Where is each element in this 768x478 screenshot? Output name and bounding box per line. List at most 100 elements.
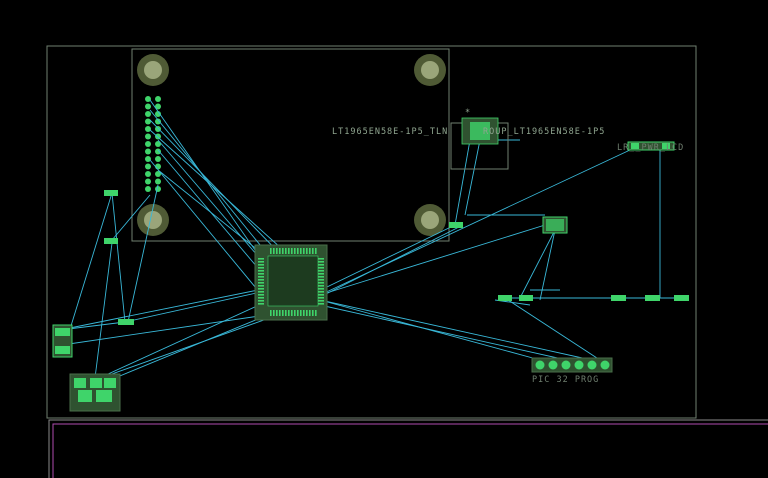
mcu-pad <box>318 288 324 290</box>
pic-programmer-header[interactable] <box>531 357 613 373</box>
mcu-pad <box>315 248 317 254</box>
header-pin[interactable] <box>155 141 161 147</box>
programmer-pin[interactable] <box>535 360 545 370</box>
ratsnest-line <box>464 139 481 216</box>
mounting-hole-top-right[interactable] <box>414 54 446 86</box>
mcu-pad <box>282 310 284 316</box>
ratsnest-line <box>111 194 151 241</box>
switch-footprint[interactable] <box>52 324 73 358</box>
programmer-pin[interactable] <box>587 360 597 370</box>
header-pin[interactable] <box>145 111 151 117</box>
header-pin[interactable] <box>145 96 151 102</box>
header-pin[interactable] <box>145 148 151 155</box>
mounting-hole-bottom-left[interactable] <box>137 204 169 236</box>
board-outline <box>46 45 697 419</box>
mcu-pad <box>276 248 278 254</box>
header-pin[interactable] <box>145 186 151 192</box>
mcu-pad <box>315 310 317 316</box>
ratsnest-line <box>319 304 581 364</box>
header-pin[interactable] <box>155 96 161 102</box>
inductor-right[interactable] <box>542 216 568 234</box>
header-pin[interactable] <box>155 118 161 125</box>
mcu-pad <box>318 267 324 269</box>
mcu-pad <box>258 291 264 293</box>
mcu-pad <box>288 248 290 254</box>
mcu-pad <box>258 270 264 272</box>
programmer-pin[interactable] <box>574 360 584 370</box>
mcu-pad <box>303 310 305 316</box>
mounting-hole-bottom-right[interactable] <box>414 204 446 236</box>
mcu-pad <box>318 276 324 278</box>
header-pin[interactable] <box>145 178 151 185</box>
ratsnest-line <box>124 289 271 323</box>
mcu-pad <box>303 248 305 254</box>
mcu-pad <box>270 310 272 316</box>
mcu-pad <box>285 310 287 316</box>
mcu-pad <box>258 264 264 266</box>
mcu-pad <box>258 294 264 296</box>
capacitor-row-right[interactable] <box>611 295 689 301</box>
header-pin[interactable] <box>155 111 161 117</box>
mcu-pad <box>297 310 299 316</box>
mcu-pad <box>288 310 290 316</box>
mcu-footprint[interactable] <box>254 244 328 321</box>
mcu-pad <box>279 248 281 254</box>
capacitor-mid-left[interactable] <box>104 238 118 244</box>
header-pin[interactable] <box>145 171 151 177</box>
ratsnest-lines <box>59 99 680 381</box>
label-dot-marker: * <box>465 108 471 118</box>
mcu-pad <box>318 300 324 302</box>
header-pin[interactable] <box>155 148 161 155</box>
ratsnest-line <box>127 184 159 323</box>
bottom-panel-frame <box>48 419 768 478</box>
programmer-pin[interactable] <box>600 360 610 370</box>
mcu-pad <box>318 264 324 266</box>
programmer-pin[interactable] <box>548 360 558 370</box>
header-pin[interactable] <box>155 103 161 110</box>
header-pin[interactable] <box>145 141 151 147</box>
resistor-left[interactable] <box>118 319 134 325</box>
header-pin[interactable] <box>145 126 151 132</box>
mcu-pad <box>291 310 293 316</box>
ratsnest-line <box>319 224 546 296</box>
mcu-pad <box>258 297 264 299</box>
display-header-pins[interactable] <box>145 96 161 192</box>
ratsnest-line <box>539 229 556 301</box>
ratsnest-line <box>94 299 271 381</box>
mcu-pad <box>294 310 296 316</box>
capacitor-near-display[interactable] <box>449 222 463 228</box>
ratsnest-line <box>111 192 126 323</box>
regulator-ic-footprint[interactable] <box>450 117 509 170</box>
mcu-pad <box>270 248 272 254</box>
mcu-pad <box>282 248 284 254</box>
programmer-pin[interactable] <box>561 360 571 370</box>
header-pin[interactable] <box>155 171 161 177</box>
mcu-pad <box>258 282 264 284</box>
power-jack-footprint[interactable] <box>69 373 121 412</box>
mcu-pad <box>306 310 308 316</box>
mounting-hole-top-left[interactable] <box>137 54 169 86</box>
mcu-pad <box>318 285 324 287</box>
header-pin[interactable] <box>155 126 161 132</box>
lcd-power-connector[interactable] <box>627 141 675 151</box>
mcu-pad <box>309 248 311 254</box>
display-module-outline[interactable] <box>131 48 450 242</box>
header-pin[interactable] <box>145 103 151 110</box>
mcu-pad <box>258 273 264 275</box>
ratsnest-line <box>149 159 271 306</box>
header-pin[interactable] <box>145 163 151 170</box>
header-pin[interactable] <box>155 156 161 162</box>
capacitor-pair-center[interactable] <box>498 295 533 301</box>
header-pin[interactable] <box>145 156 151 162</box>
header-pin[interactable] <box>145 133 151 140</box>
mcu-pad <box>273 310 275 316</box>
header-pin[interactable] <box>145 118 151 125</box>
mcu-pad <box>276 310 278 316</box>
header-pin[interactable] <box>155 178 161 185</box>
mcu-pad <box>318 279 324 281</box>
mcu-pad <box>258 258 264 260</box>
mcu-pad <box>258 288 264 290</box>
capacitor-top-left[interactable] <box>104 190 118 196</box>
mcu-pad <box>258 276 264 278</box>
